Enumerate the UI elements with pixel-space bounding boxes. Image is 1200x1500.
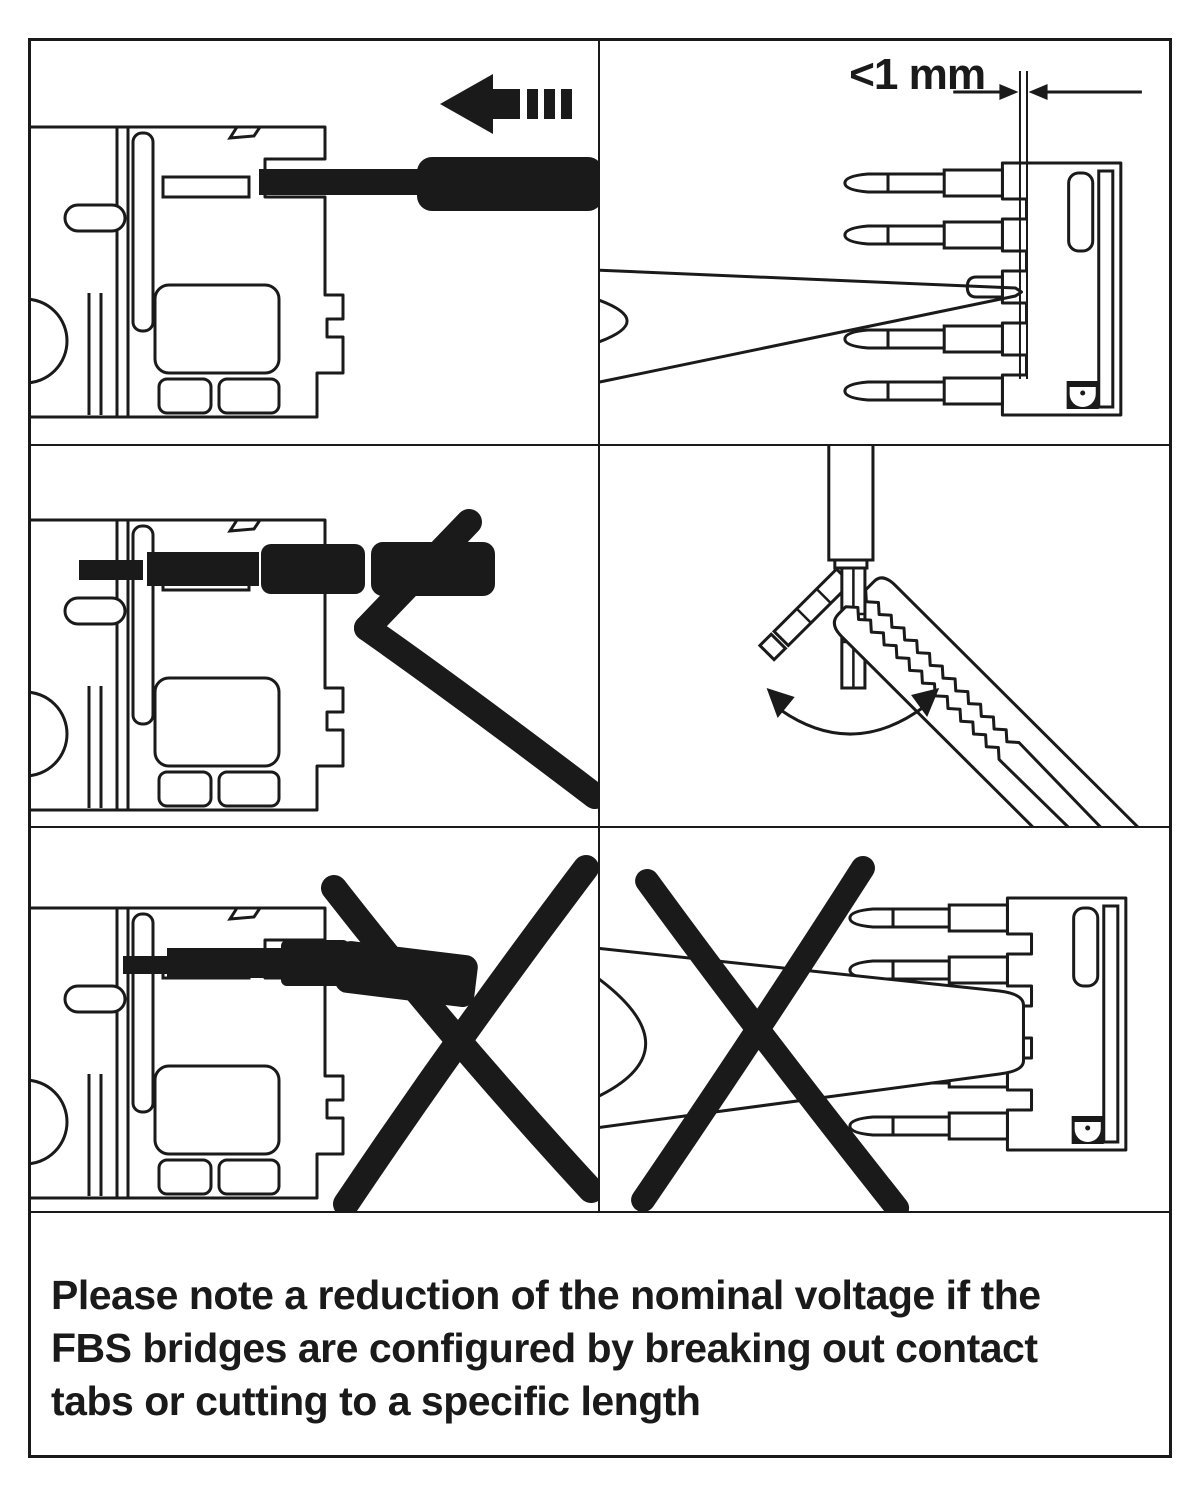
rotate-arrow-icon (766, 688, 940, 736)
panel-insert-tool (31, 41, 600, 446)
figure-frame: <1 mm (28, 38, 1172, 1458)
panel-correct-insertion (31, 446, 600, 828)
panel-grid: <1 mm (31, 41, 1169, 1455)
panel-no-wide-tool (600, 828, 1169, 1213)
side-cutter-tool (600, 268, 1023, 384)
dimension-label: <1 mm (849, 50, 985, 99)
panel-no-levering (31, 828, 600, 1213)
left-arrow-icon (440, 74, 572, 134)
caption-line-3: tabs or cutting to a specific length (51, 1378, 701, 1424)
pliers-tool (832, 576, 1169, 826)
caption-line-1: Please note a reduction of the nominal v… (51, 1272, 1041, 1318)
caption-line-2: FBS bridges are configured by breaking o… (51, 1325, 1038, 1371)
panel-cut-pin: <1 mm (600, 41, 1169, 446)
caption-note: Please note a reduction of the nominal v… (31, 1213, 1169, 1455)
screwdriver-tool (259, 157, 598, 211)
bridge-body (827, 446, 875, 570)
wide-tool (600, 947, 1025, 1129)
check-mark-icon (354, 509, 598, 809)
dimension-arrows-icon (953, 71, 1142, 379)
panel-bend-pin (600, 446, 1169, 828)
screwdriver-tool (123, 940, 478, 1008)
cross-mark-icon (631, 856, 910, 1211)
cross-mark-icon (321, 855, 598, 1211)
fbs-bridge-drawing (845, 163, 1121, 415)
